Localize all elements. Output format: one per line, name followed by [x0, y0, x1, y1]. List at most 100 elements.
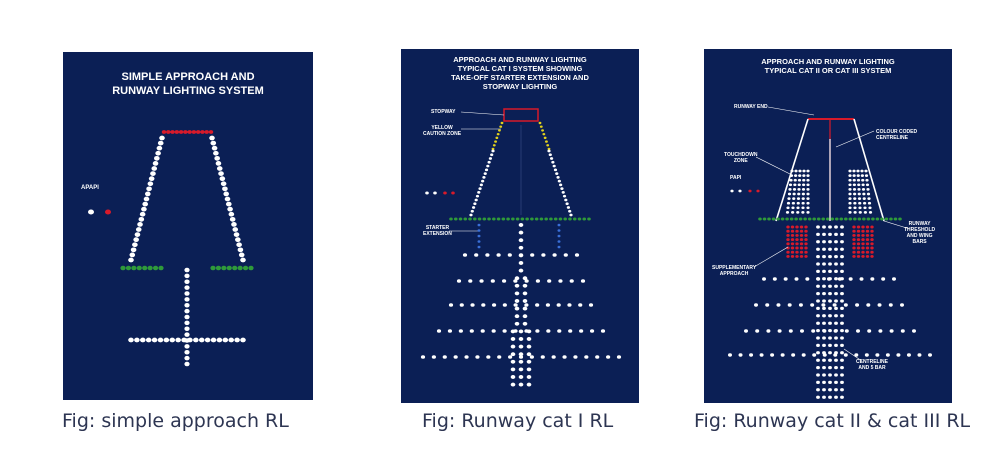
threshold-light: [468, 217, 472, 221]
approach-centreline-light: [816, 247, 820, 251]
runway-edge-light: [484, 168, 489, 172]
approach-centreline-light: [840, 262, 844, 266]
touchdown-zone-light: [796, 197, 801, 200]
approach-crossbar-light: [508, 355, 513, 359]
approach-centreline-light: [828, 343, 832, 348]
approach-centreline-light: [522, 291, 528, 296]
approach-centreline-light: [840, 225, 844, 229]
approach-crossbar-light: [833, 329, 838, 333]
threshold-light: [803, 217, 807, 221]
runway-edge-light: [556, 175, 560, 179]
approach-centreline-light: [828, 336, 832, 340]
approach-crossbar-light: [875, 353, 880, 357]
approach-centreline-light: [840, 351, 844, 355]
approach-crossbar-light: [772, 277, 777, 281]
supplementary-approach-light: [870, 225, 874, 229]
yellow-zone-label: YELLOW CAUTION ZONE: [423, 125, 462, 137]
threshold-light: [785, 217, 789, 221]
approach-crossbar-light: [513, 279, 518, 283]
threshold-light: [853, 217, 857, 221]
approach-centreline-light: [816, 395, 820, 399]
approach-crossbar-light: [540, 355, 545, 359]
threshold-light: [553, 217, 558, 221]
threshold-light: [166, 130, 171, 134]
touchdown-zone-light: [862, 197, 866, 200]
approach-centreline-light: [816, 269, 820, 274]
approach-centreline-light: [822, 306, 826, 311]
supplementary-approach-light: [865, 254, 870, 258]
touchdown-zone-light: [802, 174, 806, 177]
touchdown-zone-light: [858, 206, 862, 210]
runway-edge-light: [223, 191, 230, 197]
touchdown-zone-light: [787, 197, 791, 200]
runway-edge-light: [474, 198, 478, 202]
touchdown-zone-light: [864, 174, 869, 177]
approach-crossbar-light: [892, 277, 896, 281]
supplementary-approach-light: [790, 250, 795, 254]
supplementary-approach-light: [861, 225, 865, 229]
crossbar-light: [204, 337, 211, 343]
touchdown-zone-light: [863, 211, 867, 214]
figure-1-title: SIMPLE APPROACH AND RUNWAY LIGHTING SYST…: [112, 71, 264, 97]
approach-crossbar-light: [788, 329, 793, 333]
starter-extension-light: [477, 223, 481, 227]
approach-centreline-light: [514, 306, 520, 311]
approach-centreline-light: [822, 247, 826, 251]
approach-crossbar-light: [811, 329, 816, 333]
threshold-light: [187, 130, 192, 134]
leader-line: [755, 156, 793, 176]
approach-crossbar-light: [855, 303, 860, 307]
approach-centreline-light: [184, 308, 190, 314]
threshold-light: [862, 217, 866, 221]
runway-edge-light: [216, 166, 223, 171]
yellow-caution-light: [539, 125, 543, 128]
approach-centreline-light: [828, 358, 832, 362]
supplementary-approach-light: [870, 250, 874, 254]
approach-crossbar-light: [453, 355, 458, 359]
touchdown-zone-light: [857, 192, 861, 196]
papi-light: [425, 191, 429, 195]
runway-edge-light: [233, 232, 240, 237]
approach-centreline-light: [816, 358, 820, 362]
supplementary-approach-light: [804, 238, 808, 242]
approach-centreline-light: [828, 388, 832, 392]
supplementary-approach-light: [865, 225, 870, 229]
wing-bar-light: [120, 265, 126, 271]
approach-centreline-light: [828, 225, 832, 229]
touchdown-zone-light: [791, 206, 795, 210]
centreline-bars-label: CENTRELINE AND 5 BAR: [856, 359, 888, 371]
approach-centreline-light: [522, 283, 528, 288]
approach-crossbar-light: [502, 303, 507, 307]
approach-crossbar-light: [475, 355, 480, 359]
approach-centreline-light: [840, 395, 844, 399]
approach-centreline-light: [822, 314, 826, 318]
threshold-light: [501, 217, 506, 221]
approach-crossbar-light: [524, 303, 529, 307]
starter-extension-light: [477, 234, 481, 238]
approach-centreline-light: [840, 232, 844, 237]
approach-centreline-light: [840, 388, 844, 392]
approach-centreline-light: [514, 321, 520, 326]
runway-threshold-label: RUNWAY THRESHOLD AND WING BARS: [904, 221, 936, 245]
threshold-light: [208, 130, 214, 134]
approach-crossbar-light: [448, 303, 454, 307]
supplementary-approach-light: [790, 238, 795, 242]
runway-edge-light: [552, 164, 556, 168]
approach-crossbar-light: [843, 303, 848, 307]
approach-centreline-light: [828, 247, 832, 251]
approach-crossbar-light: [800, 329, 804, 333]
approach-crossbar-light: [547, 279, 552, 283]
runway-edge-light: [143, 196, 150, 202]
runway-edge-light: [135, 227, 142, 232]
supplementary-approach-light: [790, 225, 795, 229]
approach-centreline-light: [834, 358, 838, 362]
runway-edge-light: [144, 191, 151, 197]
approach-crossbar-light: [479, 279, 484, 283]
touchdown-zone-light: [865, 183, 870, 187]
supplementary-approach-light: [856, 229, 861, 233]
approach-centreline-light: [518, 223, 524, 227]
approach-centreline-light: [840, 328, 844, 333]
runway-edge-light: [482, 175, 486, 179]
runway-edge-light: [137, 222, 143, 227]
approach-centreline-light: [822, 299, 826, 303]
